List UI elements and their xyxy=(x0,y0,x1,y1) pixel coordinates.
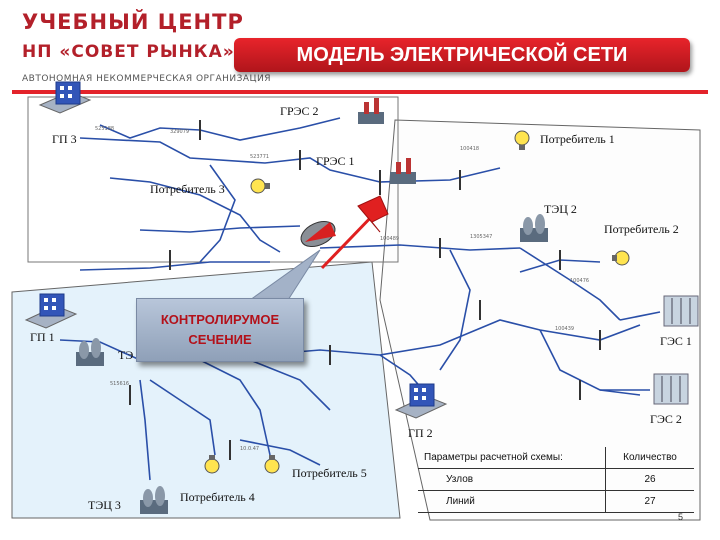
line-right-1 xyxy=(439,249,471,371)
header-divider xyxy=(12,90,708,94)
section-meter-icon xyxy=(300,220,336,248)
label-consumer5: Потребитель 5 xyxy=(292,466,367,480)
params-row-name: Узлов xyxy=(418,468,606,491)
gres1-plant-icon xyxy=(390,158,416,184)
svg-text:1305347: 1305347 xyxy=(470,234,492,240)
consumer4-bulb-icon xyxy=(204,455,220,474)
svg-text:329079: 329079 xyxy=(170,129,189,135)
line-gp3-section xyxy=(109,177,281,253)
line-mid-3 xyxy=(79,261,270,271)
section-cut-line xyxy=(320,210,378,270)
svg-text:100489: 100489 xyxy=(380,236,399,242)
section-callout: КОНТРОЛИРУМОЕ СЕЧЕНИЕ xyxy=(136,298,304,362)
params-header-value: Количество xyxy=(605,447,694,469)
label-consumer4: Потребитель 4 xyxy=(180,490,255,504)
line-left-2 xyxy=(199,359,271,456)
consumer5-bulb-icon xyxy=(264,455,280,474)
label-ges2: ГЭС 2 xyxy=(650,412,682,426)
params-table: Параметры расчетной схемы: Количество Уз… xyxy=(418,447,694,513)
label-ges1: ГЭС 1 xyxy=(660,334,692,348)
line-left-3 xyxy=(139,379,151,481)
params-header-row: Параметры расчетной схемы: Количество xyxy=(418,447,694,469)
svg-text:100476: 100476 xyxy=(570,278,589,284)
svg-text:525188: 525188 xyxy=(95,126,114,132)
node-ids: 525188 329079 523771 100489 1305347 1004… xyxy=(95,126,589,452)
params-row-value: 27 xyxy=(605,490,694,513)
consumer1-bulb-icon xyxy=(514,130,530,150)
line-left-4 xyxy=(249,359,331,411)
gres2-plant-icon xyxy=(358,98,384,124)
svg-text:515616: 515616 xyxy=(110,381,129,387)
gp1-building-icon xyxy=(24,293,78,329)
label-gp1: ГП 1 xyxy=(30,330,55,344)
section-callout-text: КОНТРОЛИРУМОЕ СЕЧЕНИЕ xyxy=(160,312,280,347)
page-title: МОДЕЛЬ ЭЛЕКТРИЧЕСКОЙ СЕТИ xyxy=(234,38,690,72)
gp2-building-icon xyxy=(394,383,448,419)
label-consumer3: Потребитель 3 xyxy=(150,182,225,196)
label-gres2: ГРЭС 2 xyxy=(280,104,319,118)
org-name-line2: НП «СОВЕТ РЫНКА» xyxy=(22,42,235,62)
label-consumer2: Потребитель 2 xyxy=(604,222,679,236)
label-tec2: ТЭЦ 2 xyxy=(544,202,577,216)
line-mid-2 xyxy=(139,225,301,233)
svg-text:523771: 523771 xyxy=(250,154,269,160)
zone-right-panel xyxy=(379,119,701,521)
line-left-5 xyxy=(239,439,321,466)
line-gp3-gres2 xyxy=(99,117,341,141)
line-section-tec2 xyxy=(319,244,521,251)
label-gp2: ГП 2 xyxy=(408,426,433,440)
table-row: Узлов 26 xyxy=(418,468,694,491)
svg-text:100418: 100418 xyxy=(460,146,479,152)
label-consumer1: Потребитель 1 xyxy=(540,132,615,146)
line-gp3-gres1 xyxy=(79,137,381,183)
label-tec1: ТЭ xyxy=(118,348,134,362)
params-header-name: Параметры расчетной схемы: xyxy=(418,447,606,469)
params-row-value: 26 xyxy=(605,468,694,491)
label-gres1: ГРЭС 1 xyxy=(316,154,355,168)
params-row-name: Линий xyxy=(418,490,606,513)
tec1-plant-icon xyxy=(76,338,104,366)
consumer3-bulb-icon xyxy=(250,178,270,194)
svg-text:10.0.47: 10.0.47 xyxy=(240,446,259,452)
tec2-plant-icon xyxy=(520,214,548,242)
line-left-1 xyxy=(149,379,216,456)
ges1-dam-icon xyxy=(663,295,699,327)
table-row: Линий 27 xyxy=(418,490,694,513)
label-gp3: ГП 3 xyxy=(52,132,77,146)
consumer2-bulb-icon xyxy=(612,250,630,266)
bus-bars xyxy=(129,120,601,460)
org-name-line1: УЧЕБНЫЙ ЦЕНТР xyxy=(22,10,244,34)
line-right-2 xyxy=(379,319,641,356)
org-subtitle: АВТОНОМНАЯ НЕКОММЕРЧЕСКАЯ ОРГАНИЗАЦИЯ xyxy=(22,74,271,84)
tec3-plant-icon xyxy=(140,486,168,514)
gp3-building-icon xyxy=(38,81,92,114)
section-arrow-icon xyxy=(357,195,389,233)
ges2-dam-icon xyxy=(653,373,689,405)
svg-text:100439: 100439 xyxy=(555,326,574,332)
page-number: 5 xyxy=(678,512,684,522)
zone-top-panel xyxy=(27,96,399,263)
line-ges1 xyxy=(619,311,661,321)
line-mid-1 xyxy=(199,164,236,263)
label-tec3: ТЭЦ 3 xyxy=(88,498,121,512)
